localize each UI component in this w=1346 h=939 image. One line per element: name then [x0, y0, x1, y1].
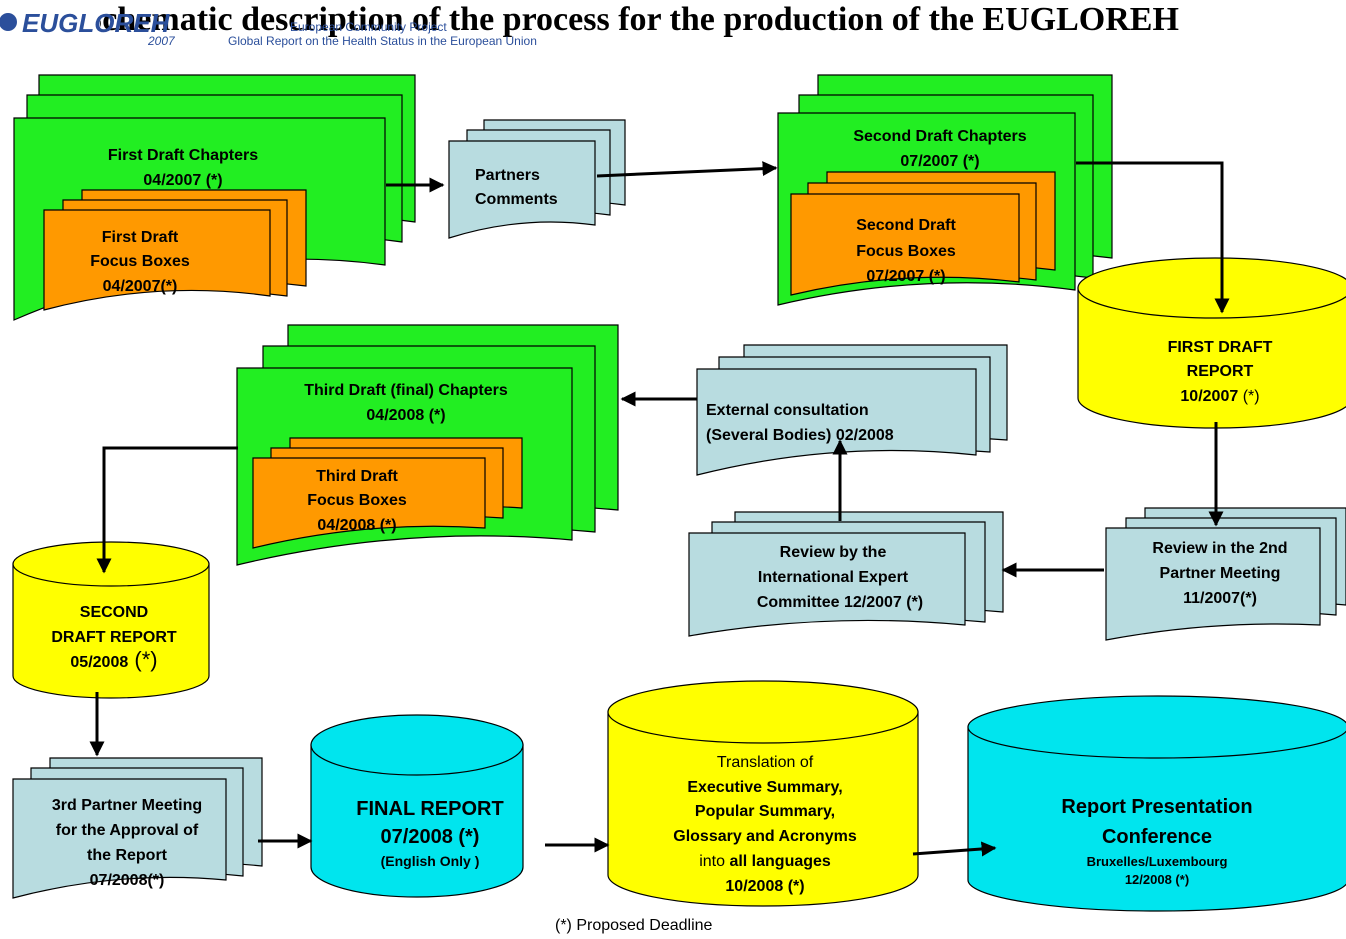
connectors [89, 161, 1230, 857]
second-draft-focus-line3: 07/2007 (*) [866, 268, 945, 285]
first-draft-chapters-date: 04/2007 (*) [143, 172, 222, 189]
presentation-line3: Bruxelles/Luxembourg [1087, 854, 1228, 869]
arrow-second-to-first-report [1076, 161, 1230, 314]
third-draft-focus-line3: 04/2008 (*) [317, 517, 396, 534]
review-2nd-partner-line3: 11/2007(*) [1183, 590, 1257, 607]
first-draft-report-line3: 10/2007 (*) [1180, 388, 1259, 405]
first-draft-focus-stack: First Draft Focus Boxes 04/2007(*) [43, 189, 307, 311]
third-partner-line3: the Report [87, 847, 168, 864]
third-draft-focus-line2: Focus Boxes [307, 492, 407, 509]
external-consultation-line2: (Several Bodies) 02/2008 [706, 427, 894, 444]
second-draft-chapters-title: Second Draft Chapters [853, 128, 1026, 145]
first-draft-focus-line1: First Draft [102, 229, 179, 246]
first-draft-focus-line3: 04/2007(*) [103, 278, 178, 295]
translation-line1: Translation of [717, 754, 814, 771]
arrow-third-to-second-report [96, 446, 238, 574]
second-draft-report-line2: DRAFT REPORT [51, 629, 177, 646]
logo-year: 2007 [147, 34, 176, 48]
presentation-line1: Report Presentation [1061, 796, 1252, 818]
review-2nd-partner-line1: Review in the 2nd [1152, 540, 1287, 557]
second-draft-focus-line2: Focus Boxes [856, 243, 956, 260]
third-partner-line4: 07/2008(*) [90, 872, 165, 889]
third-draft-chapters-date: 04/2008 (*) [366, 407, 445, 424]
first-draft-report-line1: FIRST DRAFT [1168, 339, 1273, 356]
logo-subtitle-1: European Community Project [290, 20, 447, 34]
translation-line6: 10/2008 (*) [725, 878, 804, 895]
eu-stars-icon [0, 13, 17, 31]
logo-name: EUGLOREH [22, 8, 171, 38]
third-draft-focus-line1: Third Draft [316, 468, 398, 485]
euglorehl-logo: EUGLOREH 2007 European Community Project… [0, 6, 537, 48]
arrow-partners-to-second [596, 161, 778, 178]
third-draft-focus-stack: Third Draft Focus Boxes 04/2008 (*) [252, 437, 523, 549]
review-expert-line3: Committee 12/2007 (*) [757, 594, 923, 611]
review-2nd-partner-stack: Review in the 2nd Partner Meeting 11/200… [1105, 507, 1346, 641]
translation-line4: Glossary and Acronyms [673, 828, 857, 845]
second-draft-report-cylinder: SECOND DRAFT REPORT 05/2008 (*) [12, 541, 210, 699]
page-title: re 3 - Schematic description of the proc… [0, 1, 1179, 38]
footnote: (*) Proposed Deadline [555, 917, 713, 934]
second-draft-focus-stack: Second Draft Focus Boxes 07/2007 (*) [790, 171, 1056, 296]
second-draft-report-line3: 05/2008 (*) [70, 647, 157, 672]
partners-comments-line1: Partners [475, 167, 540, 184]
translation-line5: into all languages [699, 853, 831, 870]
second-draft-focus-line1: Second Draft [856, 217, 956, 234]
second-draft-chapters-date: 07/2007 (*) [900, 153, 979, 170]
presentation-cylinder: Report Presentation Conference Bruxelles… [967, 695, 1346, 912]
review-2nd-partner-line2: Partner Meeting [1160, 565, 1281, 582]
logo-subtitle-2: Global Report on the Health Status in th… [228, 34, 537, 48]
third-partner-meeting-stack: 3rd Partner Meeting for the Approval of … [12, 757, 263, 899]
presentation-line4: 12/2008 (*) [1125, 872, 1189, 887]
review-expert-stack: Review by the International Expert Commi… [688, 511, 1004, 637]
final-report-line3: (English Only ) [381, 853, 480, 869]
final-report-line1: FINAL REPORT [356, 798, 503, 820]
translation-cylinder: Translation of Executive Summary, Popula… [607, 680, 919, 907]
presentation-line2: Conference [1102, 826, 1212, 848]
second-draft-report-line1: SECOND [80, 604, 148, 621]
translation-line3: Popular Summary, [695, 803, 835, 820]
final-report-cylinder: FINAL REPORT 07/2008 (*) (English Only ) [310, 714, 524, 898]
final-report-line2: 07/2008 (*) [381, 826, 480, 848]
first-draft-chapters-title: First Draft Chapters [108, 147, 258, 164]
third-partner-line1: 3rd Partner Meeting [52, 797, 202, 814]
third-partner-line2: for the Approval of [56, 822, 199, 839]
translation-line2: Executive Summary, [687, 779, 842, 796]
external-consultation-stack: External consultation (Several Bodies) 0… [696, 344, 1008, 476]
partners-comments-stack: Partners Comments [448, 119, 626, 239]
first-draft-report-line2: REPORT [1187, 363, 1254, 380]
review-expert-line2: International Expert [758, 569, 909, 586]
third-draft-chapters-title: Third Draft (final) Chapters [304, 382, 508, 399]
first-draft-focus-line2: Focus Boxes [90, 253, 190, 270]
review-expert-line1: Review by the [780, 544, 887, 561]
arrow-translation-to-presentation [912, 841, 997, 857]
partners-comments-line2: Comments [475, 191, 558, 208]
external-consultation-line1: External consultation [706, 402, 869, 419]
first-draft-report-cylinder: FIRST DRAFT REPORT 10/2007 (*) [1077, 257, 1346, 429]
